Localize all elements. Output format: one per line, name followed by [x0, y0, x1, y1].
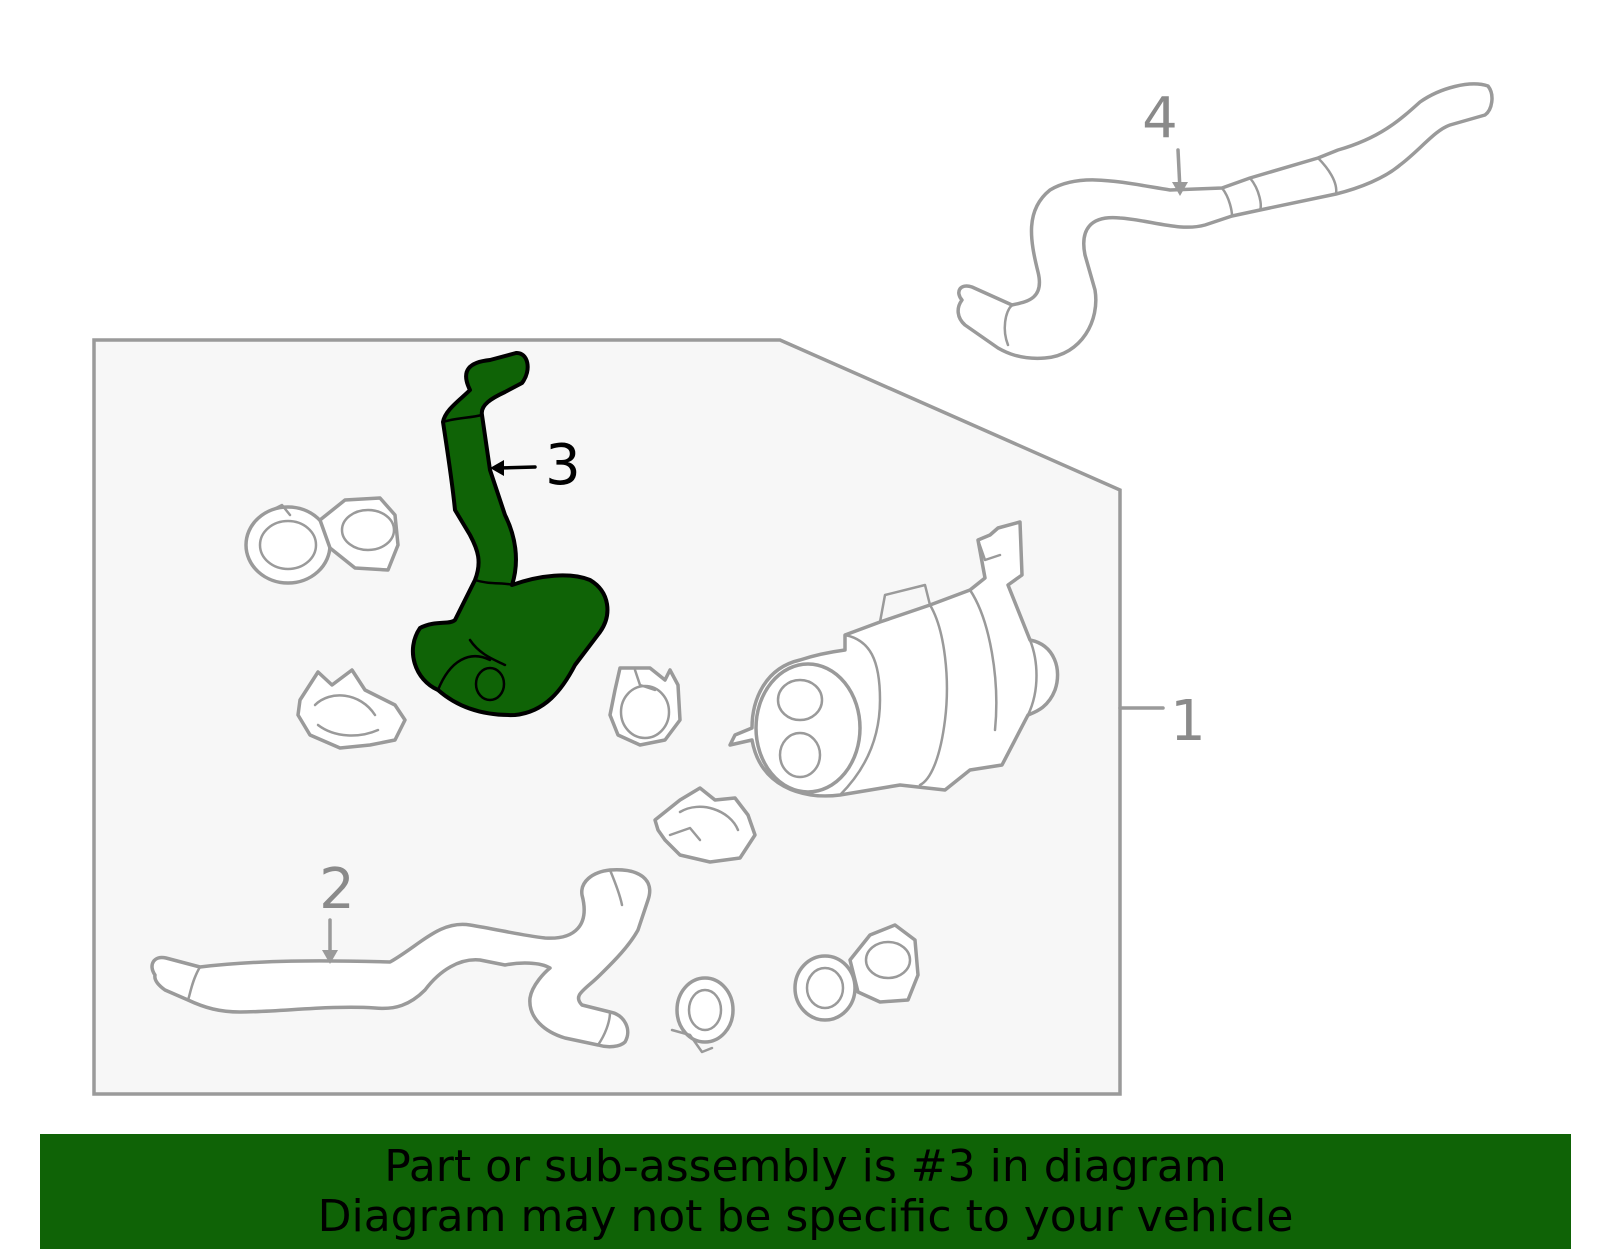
callout-4-arrowhead: [1172, 182, 1188, 196]
hose-part-3[interactable]: [410, 351, 610, 718]
clamp-center: [608, 666, 682, 747]
clamp-mid-left: [296, 668, 407, 750]
banner-line-1: Part or sub-assembly is #3 in diagram: [384, 1140, 1227, 1192]
callout-2-arrowhead: [322, 950, 338, 964]
callout-2[interactable]: 2: [319, 857, 355, 922]
pump-unit[interactable]: [728, 520, 1060, 798]
hose-part-2[interactable]: [150, 868, 652, 1049]
pump-end-cap: [754, 662, 862, 794]
banner-line-2: Diagram may not be specific to your vehi…: [317, 1190, 1294, 1242]
callout-3-arrowhead: [490, 460, 504, 476]
clamp-bottom-right: [793, 923, 920, 1022]
callout-1[interactable]: 1: [1170, 689, 1206, 754]
info-banner: Part or sub-assembly is #3 in diagram Di…: [40, 1134, 1571, 1249]
callout-4[interactable]: 4: [1142, 86, 1178, 151]
clamp-bottom-center: [670, 976, 735, 1054]
hose-part-4[interactable]: [956, 82, 1494, 361]
clamp-center-lower: [653, 786, 757, 864]
callout-3-leader: [496, 465, 537, 470]
clamp-top-left: [244, 496, 400, 585]
hose-3-port: [474, 666, 506, 702]
callout-3[interactable]: 3: [545, 433, 581, 498]
